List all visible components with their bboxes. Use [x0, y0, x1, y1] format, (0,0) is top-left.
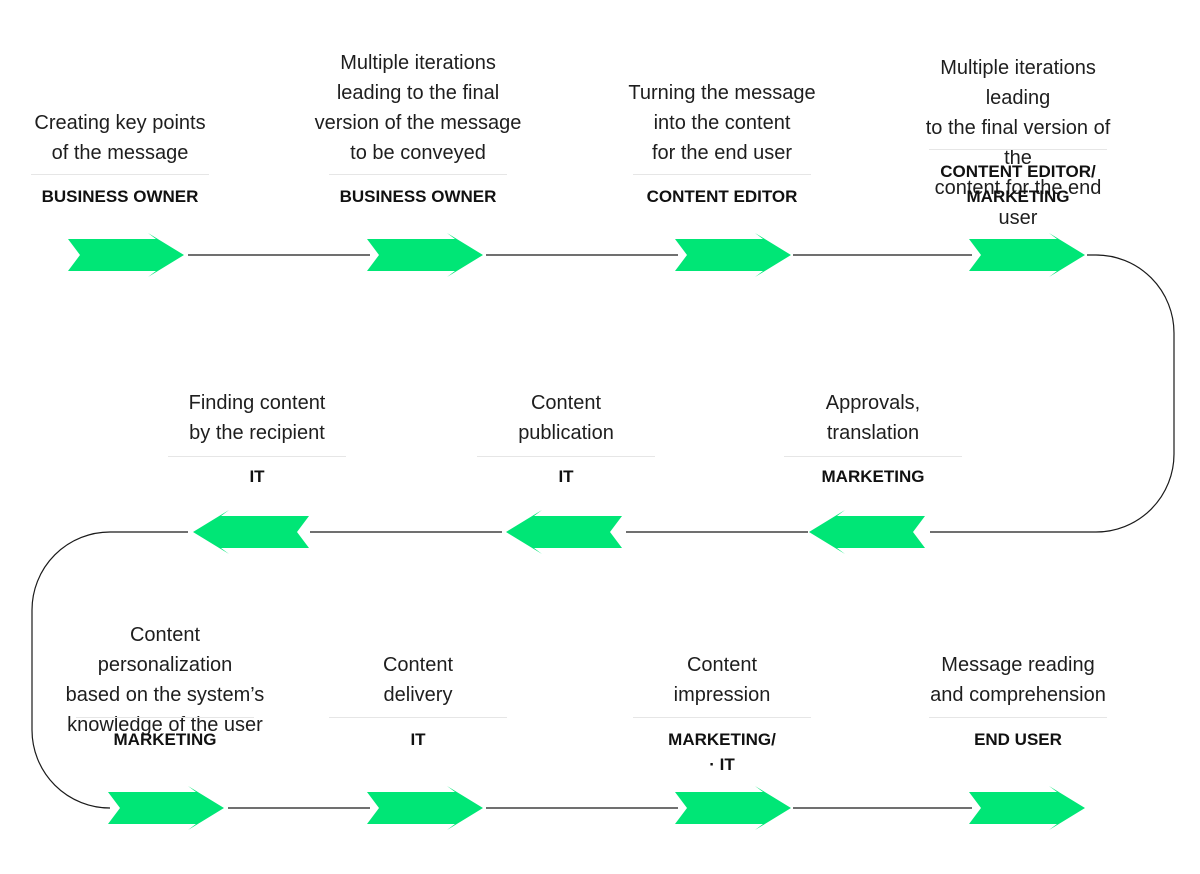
step-arrow-11: [969, 786, 1085, 830]
step-separator: [76, 717, 254, 718]
step-arrow-7: [193, 510, 309, 554]
step-owner: BUSINESS OWNER: [339, 187, 497, 206]
step-arrow-5: [809, 510, 925, 554]
step-separator: [929, 149, 1107, 150]
step-separator: [784, 456, 962, 457]
step-description: Message reading and comprehension: [930, 654, 1106, 706]
step-separator: [929, 717, 1107, 718]
step-owner: MARKETING: [821, 467, 925, 486]
step-arrow-10: [675, 786, 791, 830]
step-arrow-3: [675, 233, 791, 277]
connector-4-5-curve: [930, 254, 1175, 533]
step-description: Turning the message into the content for…: [628, 82, 816, 164]
step-arrows: [68, 233, 1085, 830]
step-arrow-6: [506, 510, 622, 554]
step-separator: [31, 174, 209, 175]
step-owner: MARKETING/ · IT: [668, 730, 776, 774]
step-description: Content publication: [518, 392, 614, 444]
step-description: Finding content by the recipient: [188, 392, 326, 444]
step-owner: IT: [249, 467, 265, 486]
step-owner: IT: [410, 730, 426, 749]
step-owner: CONTENT EDITOR/ MARKETING: [940, 162, 1096, 206]
step-description: Approvals, translation: [825, 392, 921, 444]
step-arrow-8: [108, 786, 224, 830]
step-description: Multiple iterations leading to the final…: [314, 52, 522, 164]
step-separator: [329, 717, 507, 718]
step-owner: END USER: [974, 730, 1062, 749]
step-separator: [477, 456, 655, 457]
step-arrow-9: [367, 786, 483, 830]
step-separator: [633, 174, 811, 175]
step-description: Content personalization based on the sys…: [65, 624, 265, 736]
step-arrow-1: [68, 233, 184, 277]
step-description: Multiple iterations leading to the final…: [925, 57, 1111, 229]
step-separator: [329, 174, 507, 175]
step-separator: [168, 456, 346, 457]
step-owner: IT: [558, 467, 574, 486]
step-arrow-4: [969, 233, 1085, 277]
step-description: Content impression: [673, 654, 771, 706]
step-description: Content delivery: [382, 654, 454, 706]
step-owner: CONTENT EDITOR: [646, 187, 798, 206]
step-arrow-2: [367, 233, 483, 277]
step-owner: MARKETING: [113, 730, 217, 749]
step-separator: [633, 717, 811, 718]
connector-7-8-curve: [31, 531, 188, 809]
step-owner: BUSINESS OWNER: [41, 187, 199, 206]
step-description: Creating key points of the message: [34, 112, 206, 164]
